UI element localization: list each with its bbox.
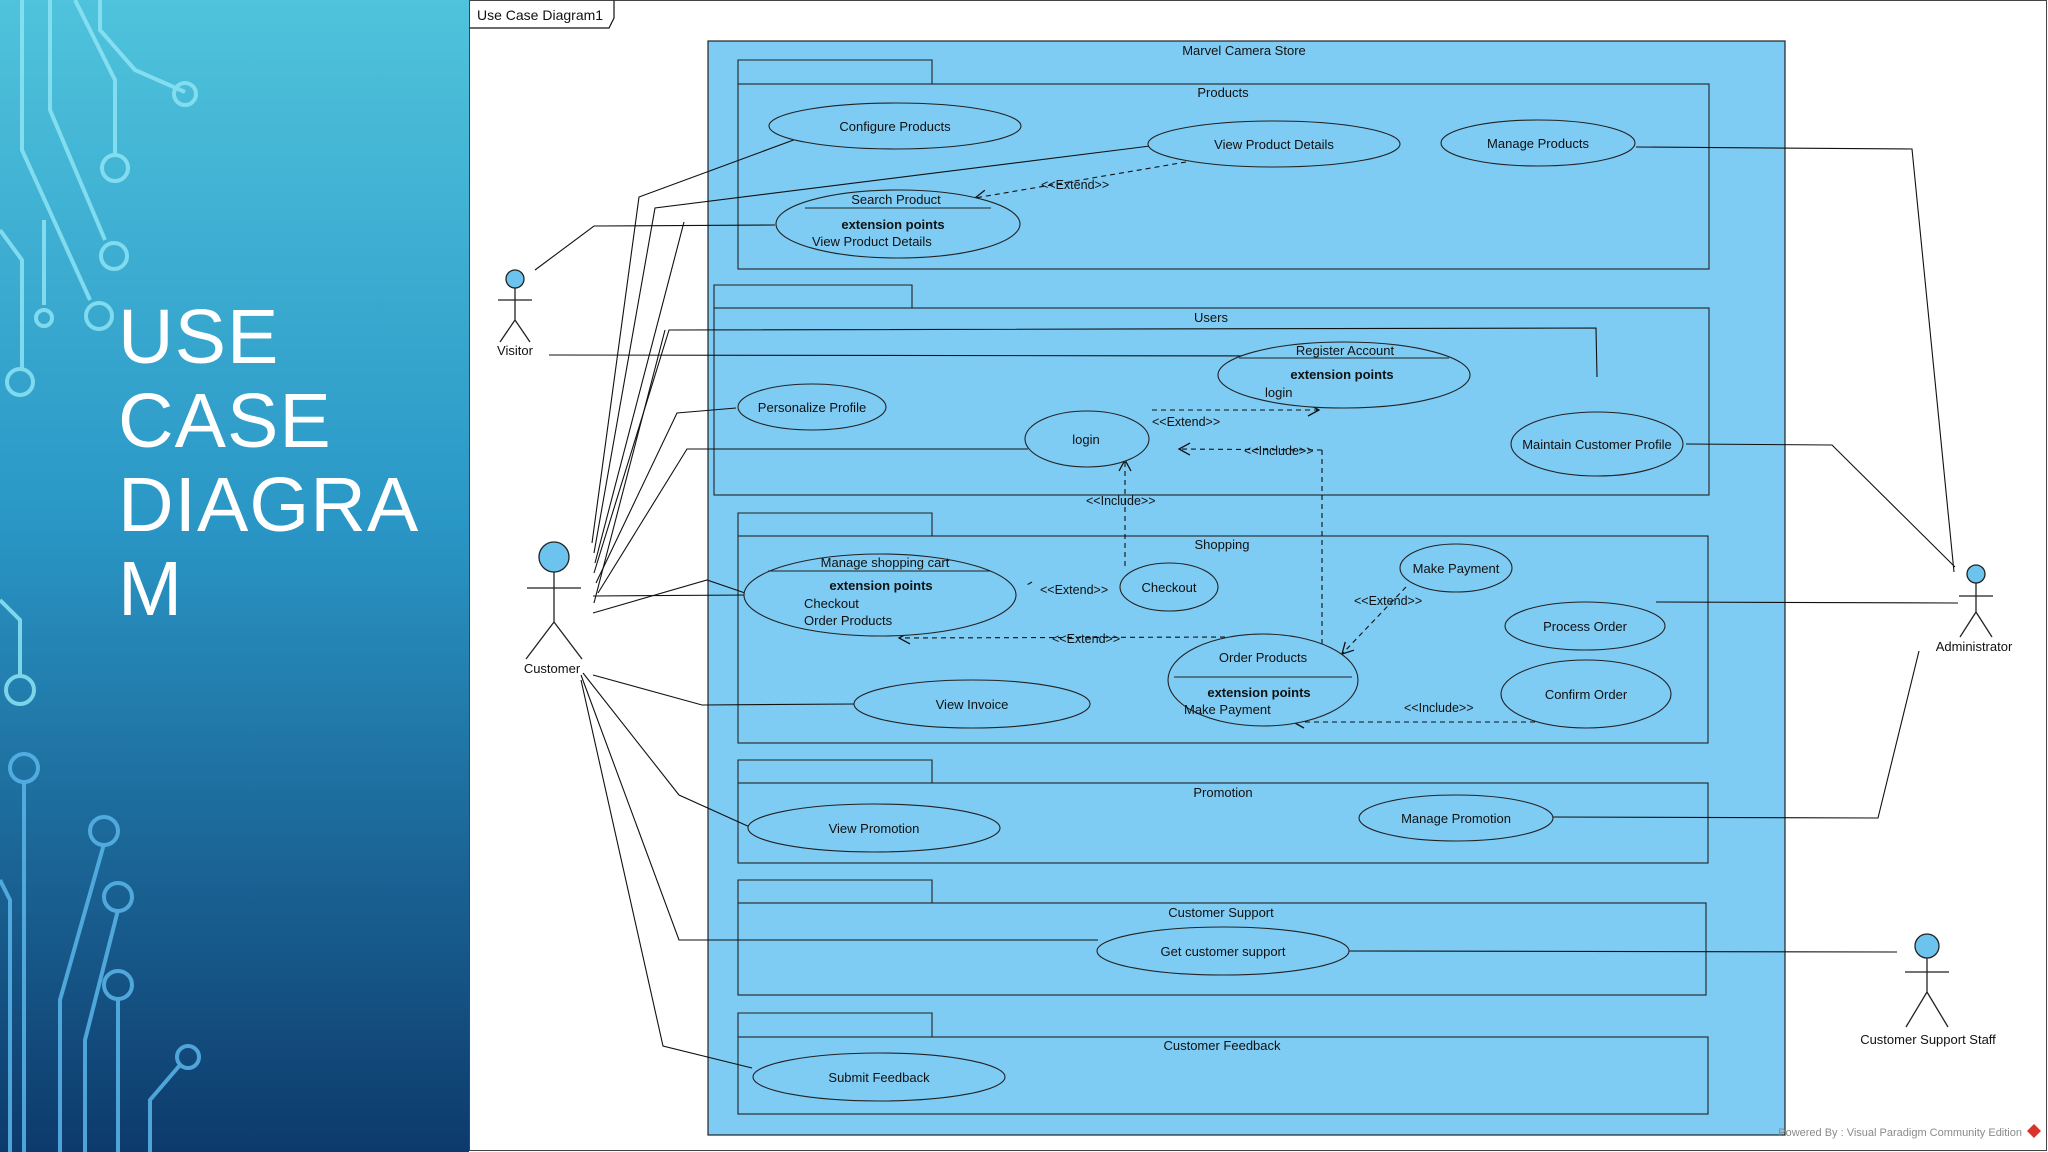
usecase-label: Checkout [1142,580,1197,595]
usecase-label: Personalize Profile [758,400,866,415]
usecase-label: Configure Products [839,119,951,134]
actor-customer-support-staff[interactable]: Customer Support Staff [1860,933,1996,1047]
usecase-label: View Product Details [1214,137,1334,152]
relation-label: <<Extend>> [1052,632,1120,646]
slide-side-panel: USE CASE DIAGRA M [0,0,469,1152]
system-name: Marvel Camera Store [1182,43,1306,58]
visual-paradigm-logo-icon [2027,1124,2041,1138]
package-label: Users [1194,310,1228,325]
dependencies [897,161,1535,729]
actor-head [1914,933,1940,959]
package-label: Promotion [1193,785,1252,800]
usecase-label: View Promotion [829,821,920,836]
actor-visitor[interactable]: Visitor [497,269,534,358]
relation-label: <<Include>> [1086,494,1156,508]
usecase-order-products[interactable]: Order Products extension points Make Pay… [1167,633,1359,727]
usecase-get-customer-support[interactable]: Get customer support [1096,926,1350,976]
usecase-label: Maintain Customer Profile [1522,437,1672,452]
actor-customer[interactable]: Customer [524,541,583,676]
usecase-checkout[interactable]: Checkout [1119,562,1219,612]
usecase-configure-products[interactable]: Configure Products [768,102,1022,150]
extension-points-title: extension points [1207,685,1310,700]
usecase-label: login [1072,432,1099,447]
use-case-diagram: Use Case Diagram1 Marvel Camera Store Pr… [469,0,2047,1151]
extend-cart-order-line [897,631,1235,645]
usecase-label: Submit Feedback [828,1070,930,1085]
usecase-submit-feedback[interactable]: Submit Feedback [752,1052,1006,1102]
usecase-view-product-details[interactable]: View Product Details [1147,120,1401,168]
slide-title-line: M [118,546,184,632]
usecase-login[interactable]: login [1024,410,1150,468]
slide-title-line: CASE [118,378,332,464]
extension-point: Make Payment [1184,702,1271,717]
usecase-label: Process Order [1543,619,1627,634]
actor-label: Customer Support Staff [1860,1032,1996,1047]
usecase-process-order[interactable]: Process Order [1504,601,1666,651]
relation-label: <<Extend>> [1152,415,1220,429]
package-label: Customer Feedback [1163,1038,1281,1053]
actor-label: Administrator [1936,639,2013,654]
actor-label: Visitor [497,343,534,358]
usecase-register-account[interactable]: Register Account extension points login [1217,341,1471,409]
relation-label: <<Extend>> [1041,178,1109,192]
slide-title: USE CASE DIAGRA M [118,295,448,631]
usecase-view-invoice[interactable]: View Invoice [853,679,1091,729]
include-login-line [1177,442,1323,456]
extension-points-title: extension points [1290,367,1393,382]
extension-points-title: extension points [841,217,944,232]
actor-head [1966,564,1986,584]
extension-point: Order Products [804,613,893,628]
use-cases: Configure Products View Product Details … [737,102,1684,1102]
extend-cart-checkout-line [1024,581,1033,587]
actor-administrator[interactable]: Administrator [1936,564,2013,654]
slide-title-line: DIAGRA [118,462,420,548]
diagram-tab [469,0,615,29]
package-customer-support: Customer Support [737,879,1707,996]
associations [534,137,1959,1069]
usecase-label: Manage Promotion [1401,811,1511,826]
relation-label: <<Include>> [1404,701,1474,715]
circuit-decoration [0,0,469,1152]
package-label: Customer Support [1168,905,1274,920]
watermark: Powered By : Visual Paradigm Community E… [1778,1124,2041,1139]
diagram-tab-label: Use Case Diagram1 [477,7,603,23]
usecase-search-product[interactable]: Search Product extension points View Pro… [775,189,1021,259]
relation-labels: <<Extend>> <<Extend>> <<Include>> <<Incl… [1040,178,1474,715]
usecase-label: Manage shopping cart [821,555,950,570]
usecase-maintain-customer-profile[interactable]: Maintain Customer Profile [1510,411,1684,477]
usecase-personalize-profile[interactable]: Personalize Profile [737,383,887,431]
relation-label: <<Extend>> [1040,583,1108,597]
usecase-label: Register Account [1296,343,1395,358]
usecase-make-payment[interactable]: Make Payment [1399,543,1513,593]
usecase-manage-products[interactable]: Manage Products [1440,119,1636,167]
usecase-label: View Invoice [936,697,1009,712]
extension-point: login [1265,385,1292,400]
usecase-manage-shopping-cart[interactable]: Manage shopping cart extension points Ch… [743,553,1017,637]
package-label: Shopping [1195,537,1250,552]
extension-point: Checkout [804,596,859,611]
usecase-view-promotion[interactable]: View Promotion [747,803,1001,853]
actor-head [505,269,525,289]
usecase-label: Order Products [1219,650,1308,665]
watermark-text: Powered By : Visual Paradigm Community E… [1778,1127,2022,1139]
extension-point: View Product Details [812,234,932,249]
usecase-label: Confirm Order [1545,687,1628,702]
actor-head [538,541,570,573]
relation-label: <<Include>> [1244,444,1314,458]
usecase-confirm-order[interactable]: Confirm Order [1500,659,1672,729]
usecase-label: Search Product [851,192,941,207]
actor-label: Customer [524,661,581,676]
usecase-label: Manage Products [1487,136,1589,151]
extend-payment-line [1341,586,1407,655]
usecase-label: Make Payment [1413,561,1500,576]
usecase-manage-promotion[interactable]: Manage Promotion [1358,794,1554,842]
relation-label: <<Extend>> [1354,594,1422,608]
package-label: Products [1197,85,1249,100]
extension-points-title: extension points [829,578,932,593]
usecase-label: Get customer support [1161,944,1286,959]
slide-title-line: USE [118,294,280,380]
actors: Visitor Customer Administrator Customer … [497,269,2013,1047]
